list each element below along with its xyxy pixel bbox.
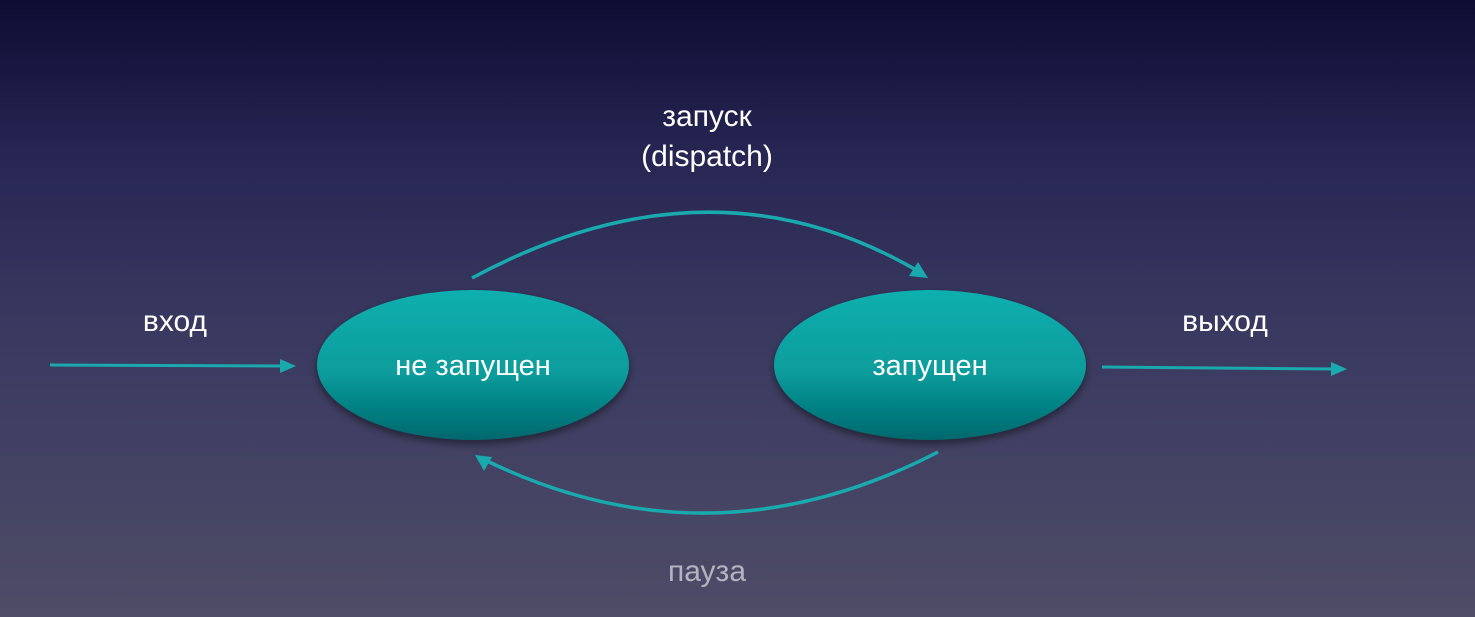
node-running bbox=[774, 290, 1086, 440]
pause-label: пауза bbox=[667, 555, 747, 588]
dispatch-arrow bbox=[471, 210, 928, 280]
node-not-running-label: не запущен bbox=[395, 350, 551, 382]
pause-arrow bbox=[475, 450, 939, 515]
node-not-running bbox=[317, 290, 629, 440]
dispatch-sublabel: (dispatch) bbox=[641, 140, 773, 173]
pause-arrowhead-icon bbox=[475, 455, 492, 471]
node-running-label: запущен bbox=[872, 350, 988, 382]
exit-label: выход bbox=[1182, 305, 1268, 338]
entry-arrow bbox=[49, 359, 296, 373]
exit-arrow bbox=[1101, 362, 1347, 376]
dispatch-arrowhead-icon bbox=[909, 262, 928, 278]
entry-arrowhead-icon bbox=[280, 359, 296, 373]
exit-arrowhead-icon bbox=[1331, 362, 1347, 376]
dispatch-label: запуск bbox=[662, 100, 752, 133]
entry-label: вход bbox=[142, 305, 208, 338]
